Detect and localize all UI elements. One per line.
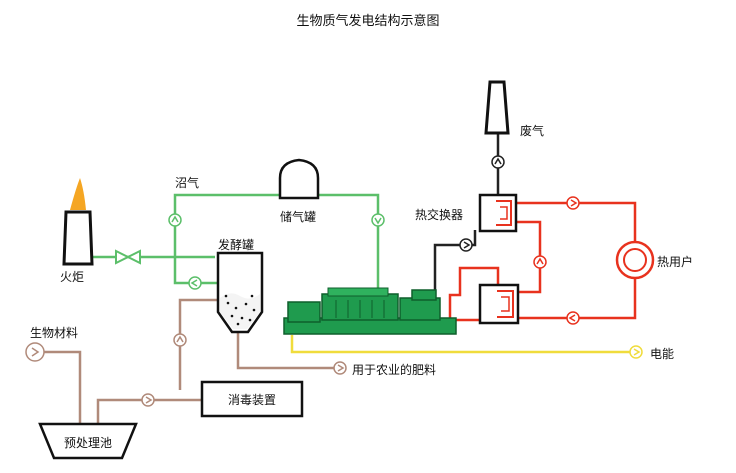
flow-left-icon bbox=[566, 311, 580, 325]
flow-up-icon bbox=[533, 255, 547, 269]
electricity-label: 电能 bbox=[650, 347, 675, 361]
waste-gas-label: 废气 bbox=[520, 124, 545, 138]
flow-right-icon bbox=[629, 345, 643, 359]
gas-tank-icon bbox=[278, 158, 320, 200]
flow-right-icon bbox=[459, 238, 473, 252]
flow-right-icon bbox=[141, 393, 155, 407]
flow-left-icon bbox=[188, 276, 202, 290]
flow-markers bbox=[25, 155, 643, 407]
valve-icon bbox=[115, 249, 141, 265]
exhaust-stack-icon bbox=[484, 80, 510, 135]
flow-right-icon bbox=[25, 342, 45, 362]
torch-label: 火炬 bbox=[60, 270, 85, 284]
generator-icon bbox=[283, 287, 457, 335]
fermenter-label: 发酵罐 bbox=[218, 238, 255, 252]
biogas-pipeline bbox=[92, 193, 380, 290]
heat-user-label: 热用户 bbox=[657, 255, 694, 269]
pretreatment-tank bbox=[38, 422, 138, 460]
page-title: 生物质气发电结构示意图 bbox=[296, 14, 440, 29]
flow-right-icon bbox=[566, 196, 580, 210]
disinfection-device-box bbox=[200, 380, 304, 418]
power-line bbox=[290, 335, 632, 354]
flow-up-icon bbox=[168, 213, 182, 227]
heat-user-icon bbox=[615, 240, 655, 280]
flow-down-icon bbox=[371, 213, 385, 227]
biomass-label: 生物材料 bbox=[30, 326, 79, 340]
heat-exchanger-label: 热交换器 bbox=[415, 208, 464, 222]
fermenter-icon bbox=[216, 251, 264, 334]
disinfection-label: 消毒装置 bbox=[227, 393, 276, 407]
heat-exchanger-lower-icon bbox=[478, 283, 520, 325]
pretreatment-label: 预处理池 bbox=[63, 436, 112, 450]
flow-right-icon bbox=[333, 361, 347, 375]
fertilizer-label: 用于农业的肥料 bbox=[352, 363, 437, 377]
flow-up-icon bbox=[173, 333, 187, 347]
heat-exchanger-upper-icon bbox=[478, 193, 518, 233]
flow-up-icon bbox=[491, 155, 505, 169]
torch-icon bbox=[62, 178, 94, 266]
gas-tank-label: 储气罐 bbox=[280, 210, 317, 224]
biogas-label: 沼气 bbox=[175, 176, 200, 190]
